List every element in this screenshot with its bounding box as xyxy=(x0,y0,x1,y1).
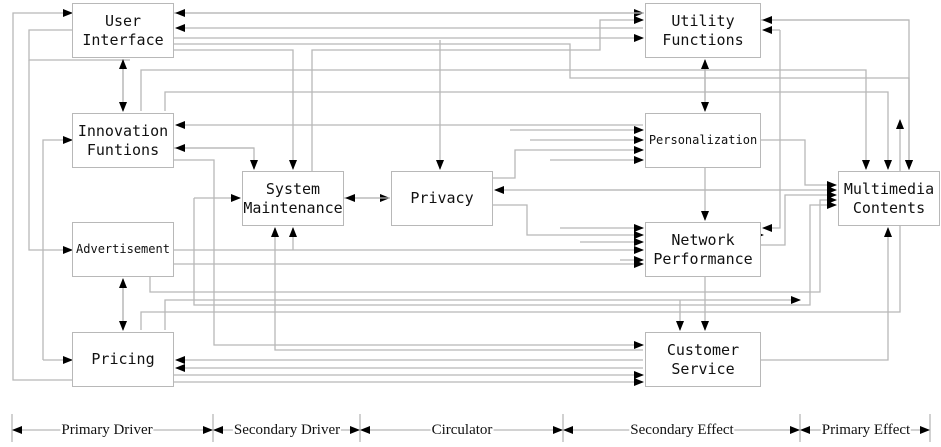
node-system-maintenance[interactable]: System Maintenance xyxy=(242,171,344,226)
connector-privacy-network xyxy=(493,204,644,239)
connector xyxy=(762,30,781,232)
node-user-interface[interactable]: User Interface xyxy=(72,3,174,58)
band-primary-effect: Primary Effect xyxy=(820,421,912,439)
connector-utility-multimedia xyxy=(760,19,913,170)
connector xyxy=(164,91,892,170)
connector xyxy=(164,296,801,330)
connector xyxy=(174,159,644,349)
node-utility-functions[interactable]: Utility Functions xyxy=(645,3,761,58)
band-primary-driver: Primary Driver xyxy=(60,421,154,439)
connector xyxy=(193,198,837,306)
connector-pricing-to-ui xyxy=(12,9,73,381)
connector-ad-multimedia xyxy=(149,196,837,293)
node-multimedia-contents[interactable]: Multimedia Contents xyxy=(838,171,940,226)
connector xyxy=(311,16,644,171)
node-personalization[interactable]: Personalization xyxy=(645,113,761,168)
node-pricing[interactable]: Pricing xyxy=(72,332,174,387)
band-circulator: Circulator xyxy=(430,421,494,439)
node-network-performance[interactable]: Network Performance xyxy=(645,222,761,277)
connector-innov-multimedia xyxy=(140,69,870,170)
connector-personal-multimedia xyxy=(761,139,837,189)
connector-loop xyxy=(28,29,130,61)
connector-to-advertisement xyxy=(28,60,73,254)
connector-privacy-personal xyxy=(493,146,644,179)
node-customer-service[interactable]: Customer Service xyxy=(645,332,761,387)
connector xyxy=(274,300,643,351)
node-privacy[interactable]: Privacy xyxy=(391,171,493,226)
connector-ui-sysmaint xyxy=(174,49,297,170)
connector-network-multimedia xyxy=(761,191,837,246)
node-advertisement[interactable]: Advertisement xyxy=(72,222,174,277)
connector-to-innovation xyxy=(42,136,73,360)
band-secondary-effect: Secondary Effect xyxy=(629,421,735,439)
band-secondary-driver: Secondary Driver xyxy=(232,421,342,439)
node-innovation-funtions[interactable]: Innovation Funtions xyxy=(72,113,174,168)
connector-cs-multimedia xyxy=(761,227,892,361)
